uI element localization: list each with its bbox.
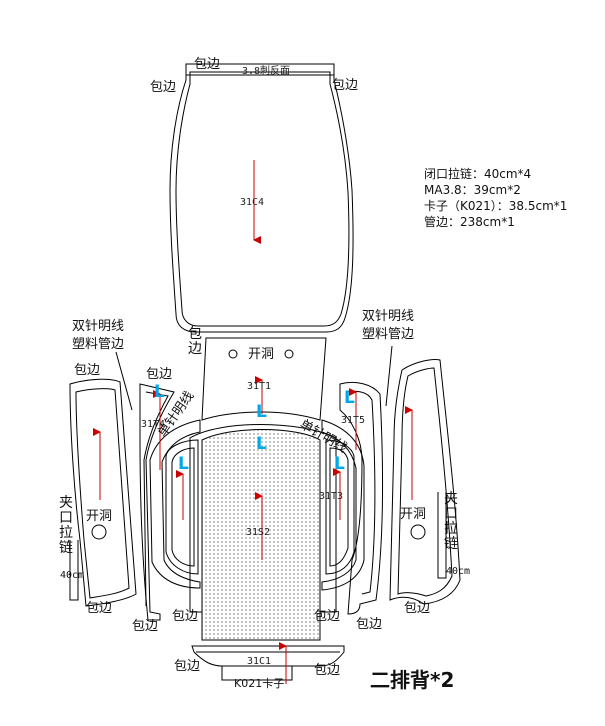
clamp-zipper-left: 夹口拉链 [59, 495, 73, 556]
hole-right [284, 349, 294, 359]
plastic-piping-right: 塑料管边 [362, 327, 415, 342]
opening-label-right: 开洞 [400, 507, 427, 522]
piece-code-31t5: 31T5 [341, 415, 366, 426]
plastic-piping-left: 塑料管边 [72, 337, 125, 352]
piece-code-31s2: 31S2 [246, 527, 271, 538]
binding-label-top-right: 包边 [332, 78, 359, 93]
binding-label-bl3: 包边 [172, 609, 199, 624]
clip-k021-label: K021卡子 [234, 677, 285, 690]
binding-label-br1: 包边 [314, 609, 341, 624]
piece-31c1-outline [191, 645, 345, 667]
piece-code-31c4: 31C4 [240, 197, 265, 208]
binding-label-bl2: 包边 [132, 619, 159, 634]
binding-label-left-t4: 包边 [146, 367, 173, 382]
piece-left-pocket [165, 439, 199, 575]
piece-31t3-curved [321, 419, 365, 591]
mark-l-4: L [178, 454, 189, 474]
binding-label-mid: 包边 [188, 326, 202, 357]
piece-right-pocket [325, 439, 355, 575]
hole-left [228, 349, 238, 359]
opening-label-left: 开洞 [86, 509, 113, 524]
note-ma: MA3.8：39cm*2 [424, 183, 521, 197]
reverse-side-note: 3.8刺反面 [242, 66, 291, 77]
mark-l-1: L [154, 382, 165, 402]
piece-right-outer [389, 359, 461, 605]
piece-code-31t4: 31T4 [141, 419, 166, 430]
zipper-strip-right [437, 492, 447, 579]
piece-31c4-inner [175, 71, 350, 327]
piece-left-outer [69, 378, 137, 607]
piece-31c4-outline [169, 63, 354, 333]
piece-31s2-dotted [201, 429, 321, 641]
mark-l-6: L [334, 454, 345, 474]
note-piping: 管边：238cm*1 [424, 215, 515, 229]
hole-left-outer [91, 524, 107, 540]
binding-label-c1-right: 包边 [314, 663, 341, 678]
piece-k021-clip [221, 665, 293, 681]
double-needle-left: 双针明线 [72, 319, 125, 334]
clamp-zipper-right: 夹口拉链 [444, 491, 458, 552]
double-needle-right: 双针明线 [362, 309, 415, 324]
binding-label-c1-left: 包边 [174, 659, 201, 674]
piece-code-31t1: 31T1 [247, 381, 272, 392]
binding-label-br3: 包边 [404, 601, 431, 616]
mark-l-3: L [256, 434, 267, 454]
piece-31t4-curved [149, 419, 201, 589]
piece-code-31t3: 31T3 [319, 491, 344, 502]
binding-label-br2: 包边 [356, 617, 383, 632]
zipper-length-left: 40cm [60, 570, 85, 581]
zipper-length-right: 40cm [446, 566, 471, 577]
note-zipper: 闭口拉链：40cm*4 [424, 167, 532, 181]
binding-label-top: 包边 [194, 57, 221, 72]
mark-l-2: L [256, 402, 267, 422]
binding-label-top-left: 包边 [150, 80, 177, 95]
note-clip: 卡子（K021）：38.5cm*1 [424, 199, 568, 213]
piece-31t5-outline [339, 381, 384, 615]
zipper-strip-left [69, 540, 79, 601]
material-notes: 闭口拉链：40cm*4 MA3.8：39cm*2 卡子（K021）：38.5cm… [424, 166, 567, 230]
mark-l-5: L [344, 388, 355, 408]
binding-label-left-outer: 包边 [74, 363, 101, 378]
hole-right-outer [410, 524, 426, 540]
drawing-title: 二排背*2 [370, 668, 455, 692]
binding-label-bl1: 包边 [86, 601, 113, 616]
piece-code-31c1: 31C1 [247, 656, 272, 667]
opening-label-top: 开洞 [248, 347, 275, 362]
